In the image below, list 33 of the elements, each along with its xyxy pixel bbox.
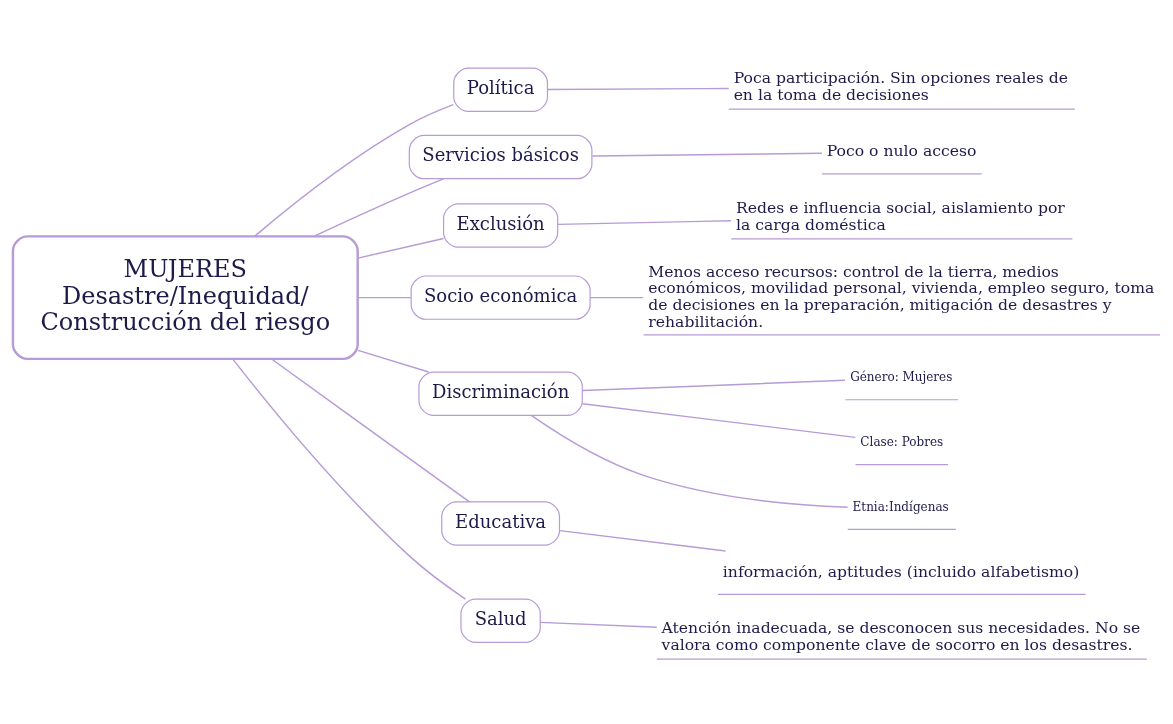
- node-text: Género: Mujeres: [850, 369, 953, 384]
- node-box: Discriminación: [418, 371, 583, 416]
- connector: [591, 152, 823, 157]
- connector: [270, 357, 471, 503]
- connector: [253, 103, 455, 237]
- connector: [539, 621, 658, 628]
- node-box: Socio económica: [410, 274, 591, 320]
- connector: [559, 529, 727, 552]
- node-box: Servicios básicos: [408, 134, 593, 179]
- node-text: información, aptitudes (incluido alfabetismo): [722, 562, 1080, 581]
- node-box: Política: [453, 67, 549, 112]
- connector: [546, 87, 730, 90]
- node-text: Redes e influencia social, aislamiento por la carga doméstica: [736, 198, 1065, 234]
- node-box: Exclusión: [442, 202, 559, 248]
- node-text: Poca participación. Sin opciones reales de en la toma de decisiones: [733, 68, 1069, 104]
- connector: [357, 296, 412, 298]
- connector: [581, 379, 846, 391]
- node-text: Etnia:Indígenas: [852, 499, 949, 514]
- node-box: Educativa: [441, 500, 561, 546]
- connector: [357, 237, 445, 259]
- node-box: MUJERES Desastre/Inequidad/ Construcción del riesgo: [11, 234, 359, 360]
- connector: [589, 296, 644, 298]
- node-text: Menos acceso recursos: control de la tierra, medios económicos, movilidad personal, vivienda, empleo seguro, toma de decisiones en la preparación, mitigación de desastres y rehabilitación.: [648, 261, 1155, 331]
- connector: [556, 219, 732, 225]
- connector: [581, 402, 857, 438]
- node-text: Atención inadecuada, se desconocen sus necesidades. No se valora como componente clave de socorro en los desastres.: [661, 618, 1141, 654]
- node-text: Clase: Pobres: [860, 434, 944, 449]
- connector: [232, 357, 467, 600]
- node-text: Poco o nulo acceso: [826, 141, 977, 160]
- node-box: Salud: [460, 598, 541, 643]
- connector: [357, 349, 430, 373]
- connector: [313, 177, 445, 237]
- connector: [530, 414, 849, 508]
